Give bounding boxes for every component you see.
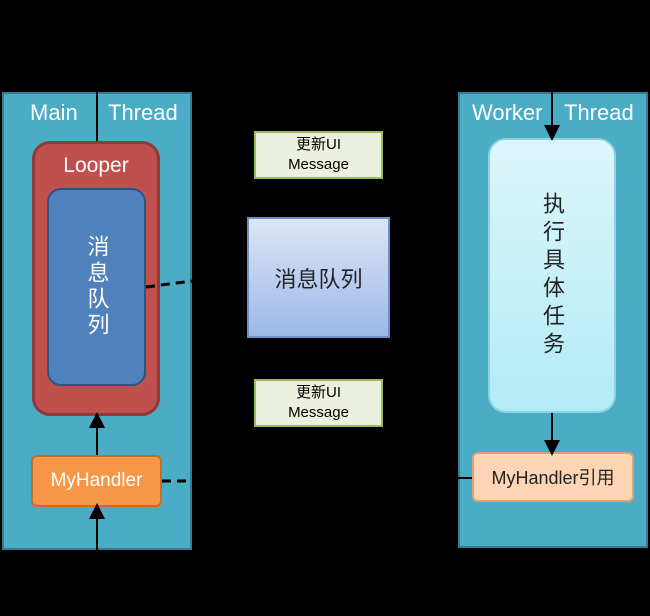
- message-bottom-line1: 更新UI: [295, 384, 341, 401]
- main-message-queue-label: 消息队列: [84, 235, 110, 339]
- message-bottom: 更新UI Message: [254, 379, 383, 427]
- message-top-line2: Message: [288, 156, 349, 173]
- worker-thread-label-worker: Worker: [472, 100, 543, 125]
- message-top: 更新UI Message: [254, 131, 383, 179]
- queue-dashed-connector: [145, 279, 193, 289]
- worker-task-box: 执行具体任务: [488, 138, 616, 413]
- looper-title: Looper: [63, 154, 129, 177]
- message-top-line1: 更新UI: [295, 136, 341, 153]
- main-message-queue: 消息队列: [47, 188, 146, 386]
- message-bottom-line2: Message: [288, 404, 349, 421]
- worker-thread-label-thread: Thread: [564, 100, 634, 125]
- worker-task-label: 执行具体任务: [540, 191, 565, 360]
- center-message-queue: 消息队列: [247, 217, 390, 338]
- main-thread-label-main: Main: [30, 100, 78, 125]
- main-handler-box: MyHandler: [31, 455, 162, 507]
- main-thread-label-thread: Thread: [108, 100, 178, 125]
